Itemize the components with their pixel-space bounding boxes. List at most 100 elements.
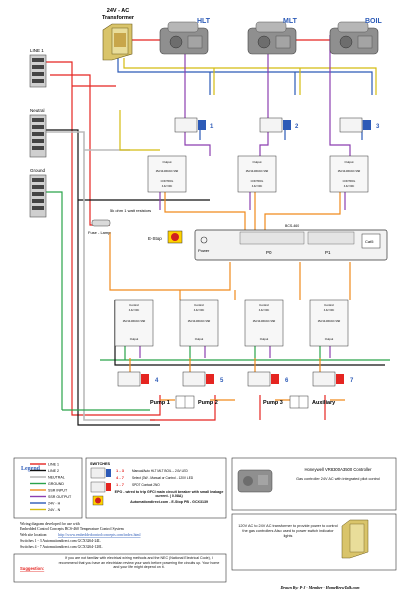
svg-text:25A 90-480VAC SSR: 25A 90-480VAC SSR	[253, 320, 276, 323]
estop-button	[167, 230, 183, 244]
fuse-label: Fuse - Lamp	[88, 230, 111, 235]
switch-block-2	[259, 117, 291, 133]
credits-line-4: Switches 1 - 3 Automationdirect.com GCX3…	[20, 539, 101, 543]
transformer-title: 24V - AC	[107, 8, 129, 14]
transformer-thumbnail-icon	[341, 519, 369, 559]
credits-line-2: Embedded Control Concepts BCS-460 Temper…	[20, 527, 124, 531]
legend-row-line2: LINE 2	[30, 469, 59, 473]
legend-row-ssr-input: SSR INPUT	[30, 489, 68, 493]
switch-block-4	[117, 371, 149, 387]
switch-row-2-text: Select (3W - Manual or Control - 120V LE…	[132, 476, 194, 480]
svg-text:3-32 VDC: 3-32 VDC	[162, 185, 173, 188]
suggestion-label: Suggestion:	[20, 566, 44, 571]
valve-thumbnail-icon	[237, 469, 273, 493]
switch-block-1	[174, 117, 206, 133]
legend-panel: Legend LINE 1 LINE 2 NEUTRAL GROUND SSR …	[13, 457, 397, 590]
suggestion-box	[13, 553, 227, 583]
pump-label-1: Pump 1	[150, 400, 170, 406]
terminal-strip-neutral	[29, 114, 47, 158]
switch-number-3: 3	[376, 124, 380, 130]
svg-text:3-32 VDC: 3-32 VDC	[252, 185, 263, 188]
svg-text:GROUND: GROUND	[48, 482, 64, 486]
svg-text:LINE 1: LINE 1	[48, 463, 59, 467]
legend-heading: Legend	[21, 466, 41, 472]
switch-icon-manual-auto	[90, 467, 111, 479]
pump-label-3: Pump 3	[263, 400, 283, 406]
switch-number-5: 5	[220, 378, 224, 384]
bcs-power-label: Power	[198, 248, 210, 253]
svg-text:LINE 2: LINE 2	[48, 469, 59, 473]
legend-row-24v-n: 24V - N	[30, 508, 61, 512]
svg-text:3-32 VDC: 3-32 VDC	[259, 309, 270, 312]
switch-number-6: 6	[285, 378, 289, 384]
switch-number-2: 2	[295, 124, 299, 130]
relay-bottom-3: Control 3-32 VDC 25A 90-480VAC SSR Outpu…	[244, 299, 284, 347]
switch-number-1: 1	[210, 124, 214, 130]
author-credit: Drawn By: P-J - Member - HomeBrewTalk.co…	[279, 585, 359, 590]
transformer-note-box	[231, 513, 397, 571]
ground-wire	[45, 191, 150, 411]
switch-row-1-text: Manual/Auto HLT MLT BOIL – 24V LED	[132, 469, 189, 473]
gas-valve-boil	[329, 21, 379, 55]
switch-row-2-num: 4 - 7	[116, 475, 125, 480]
svg-text:CONTROL: CONTROL	[343, 179, 356, 183]
terminal-strip-ground	[29, 174, 47, 218]
svg-text:Control: Control	[324, 303, 334, 307]
svg-text:25A 90-480VAC SSR: 25A 90-480VAC SSR	[246, 170, 269, 173]
transformer-note-text: 120V AC to 24V AC transformer to provide…	[238, 524, 337, 538]
gas-valve-hlt	[159, 21, 209, 55]
svg-text:25A 90-480VAC SSR: 25A 90-480VAC SSR	[188, 320, 211, 323]
v24-hot-wire	[117, 58, 373, 140]
rail-label-ground: Ground	[30, 168, 46, 173]
svg-text:3-32 VDC: 3-32 VDC	[344, 185, 355, 188]
switch-icon-select	[90, 481, 111, 493]
svg-text:NEUTRAL: NEUTRAL	[48, 476, 65, 480]
relay-bottom-1: Control 3-32 VDC 25A 90-480VAC SSR Outpu…	[114, 299, 154, 347]
svg-text:CONTROL: CONTROL	[161, 179, 174, 183]
legend-row-ssr-output: SSR OUTPUT	[30, 495, 72, 499]
fuse-holder	[91, 219, 111, 227]
relay-bottom-4: Control 3-32 VDC 25A 90-480VAC SSR Outpu…	[309, 299, 349, 347]
valve-note-text: Gas controller 24V AC with integrated pi…	[296, 477, 380, 481]
credits-link[interactable]: http://www.embeddedcontrolconcepts.com/i…	[58, 533, 141, 537]
svg-text:3-32 VDC: 3-32 VDC	[129, 309, 140, 312]
v24-neutral-wire	[119, 58, 377, 151]
switch-block-5	[182, 371, 214, 387]
relay-top-3: Output 25A 90-480VAC SSR CONTROL 3-32 VD…	[329, 155, 369, 193]
transformer-icon	[102, 23, 133, 61]
credits-line-3: Web site location:	[20, 533, 47, 537]
valve-label-hlt: HLT	[197, 18, 211, 25]
outlet-pump-3-aux	[289, 395, 309, 409]
rail-label-neutral: Neutral	[30, 108, 45, 113]
switch-block-7	[312, 371, 344, 387]
legend-row-24v-h: 24V - H	[30, 502, 61, 506]
relay-top-2: Output 25A 90-480VAC SSR CONTROL 3-32 VD…	[237, 155, 277, 193]
bcs-title: BCS-460	[285, 224, 299, 228]
switch-row-3-text: SPDT Contact 2NO	[132, 483, 160, 487]
bcs-p0-label: P0	[266, 250, 272, 255]
svg-text:Output: Output	[252, 160, 261, 164]
line1-wire	[45, 61, 150, 416]
ssr-input-wire	[109, 192, 351, 300]
svg-text:SSR OUTPUT: SSR OUTPUT	[48, 495, 72, 499]
switch-number-7: 7	[350, 378, 354, 384]
epo-note: EPO - wired to trip GFCI main circuit br…	[115, 490, 224, 504]
svg-text:Output: Output	[130, 337, 139, 341]
line1-wire-lower	[150, 395, 326, 421]
switch-block-3	[339, 117, 371, 133]
valve-note-title: Honeywell VR8300A3500 Controller	[304, 467, 372, 472]
suggestion-text: If you are not familiar with electrical …	[59, 556, 220, 569]
svg-text:3-32 VDC: 3-32 VDC	[194, 309, 205, 312]
svg-text:3-32 VDC: 3-32 VDC	[324, 309, 335, 312]
svg-text:Control: Control	[194, 303, 204, 307]
relay-top-1: Output 25A 90-480VAC SSR CONTROL 3-32 VD…	[147, 155, 187, 193]
svg-text:CONTROL: CONTROL	[251, 179, 264, 183]
svg-text:SSR INPUT: SSR INPUT	[48, 489, 68, 493]
svg-text:Control: Control	[259, 303, 269, 307]
svg-text:Control: Control	[129, 303, 139, 307]
bcs-cat5-label: Cat5	[365, 239, 374, 244]
switches-title: SWITCHES	[90, 462, 111, 466]
bcs-460-controller	[194, 229, 388, 261]
valve-label-mlt: MLT	[283, 18, 298, 25]
valve-label-boil: BOIL	[365, 18, 382, 25]
